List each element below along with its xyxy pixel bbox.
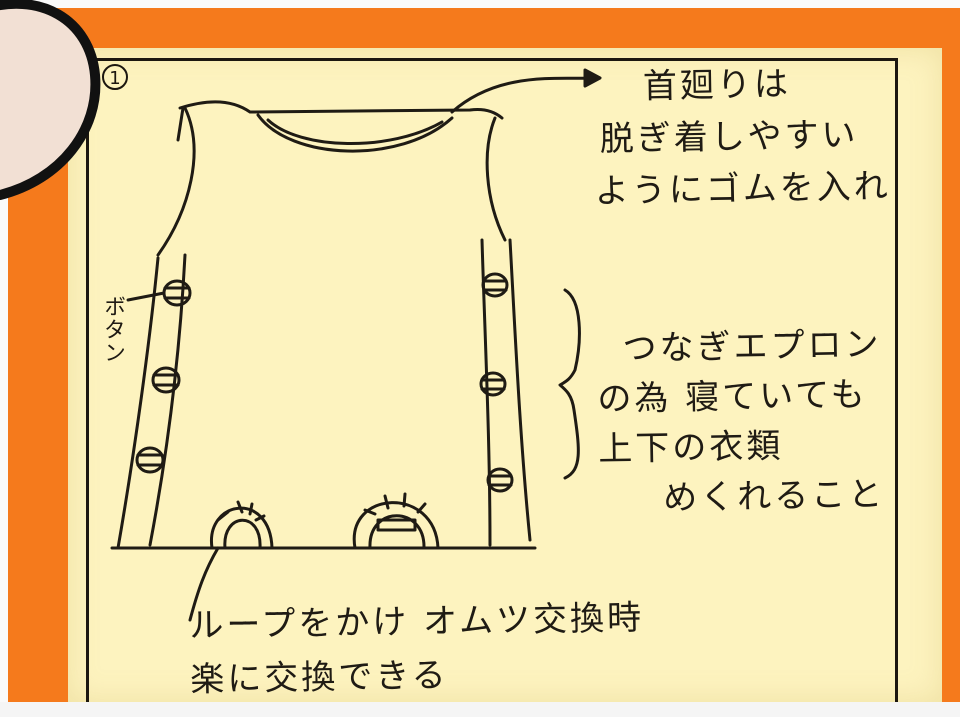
loop-left [210,500,274,550]
apron-note-line-1: つなぎエプロン [622,324,882,370]
button-right-3 [486,467,514,493]
arrowhead [583,68,602,88]
button-pointer [126,291,166,302]
apron-note-line-2: の為 寝ていても [597,374,868,420]
photo-stage: 1 [0,0,960,702]
button-left-1 [162,279,192,307]
apron-note: つなぎエプロン の為 寝ていても 上下の衣類 めくれること [596,324,886,533]
neckline [256,113,454,153]
loop-note-line-2: 楽に交換できる [189,655,449,700]
left-placket-inner [148,253,187,547]
step-number-marker: 1 [102,64,128,90]
arrow-line [450,76,597,114]
neck-note-line-3: ようにゴムを入れ [594,166,892,212]
right-armhole [485,116,507,242]
thumb-shape [0,0,101,200]
apron-drawing [110,68,602,622]
button-left-2 [151,366,181,394]
button-left-3 [135,446,165,474]
apron-note-line-4: めくれること [662,474,886,519]
brace [558,288,581,480]
button-right-2 [479,371,507,397]
right-placket-outer [508,238,532,542]
left-placket-outer [116,256,160,550]
left-outer-edge [176,106,185,142]
loop-pointer [188,546,220,622]
sketch-paper [68,48,942,702]
button-right-1 [481,272,509,298]
left-armhole [156,106,196,257]
loop-right [352,492,440,550]
loop-note-line-1: ループをかけ オムツ交換時 [189,598,645,646]
photo-edge-top [0,0,960,8]
apron-note-line-3: 上下の衣類 [597,426,784,470]
neck-note-line-1: 首廻りは [642,64,792,107]
button-label: ボタン [100,295,125,364]
loop-note: ループをかけ オムツ交換時 楽に交換できる [189,598,646,717]
paper-frame [86,58,898,702]
neckline-inner [266,118,444,145]
photo-edge-left [0,0,8,702]
shoulder-line [178,100,504,120]
neck-note: 首廻りは 脱ぎ着しやすい ようにゴムを入れ [594,64,892,226]
neck-note-line-2: 脱ぎ着しやすい [599,115,859,160]
